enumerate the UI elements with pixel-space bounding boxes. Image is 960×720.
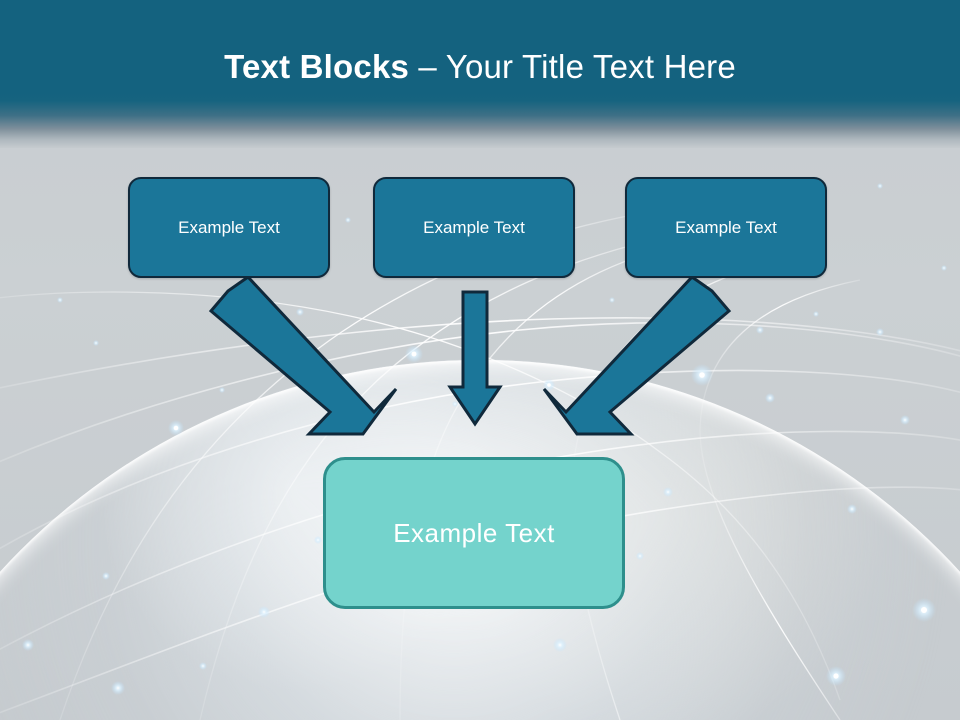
page-title-light: Your Title Text Here (445, 48, 736, 85)
page-title: Text Blocks – Your Title Text Here (0, 47, 960, 87)
text-block-2-label: Example Text (423, 217, 525, 237)
text-block-result[interactable]: Example Text (323, 457, 625, 609)
arrow-middle-straight (447, 290, 503, 427)
page-title-bold: Text Blocks (224, 48, 410, 85)
title-band (0, 0, 960, 148)
text-block-result-label: Example Text (393, 518, 555, 548)
arrow-left-diagonal (208, 275, 398, 436)
arrow-right-diagonal (542, 275, 732, 436)
text-block-3[interactable]: Example Text (625, 177, 827, 278)
text-block-2[interactable]: Example Text (373, 177, 575, 278)
text-block-3-label: Example Text (675, 217, 777, 237)
page-title-separator: – (409, 48, 446, 85)
text-block-1-label: Example Text (178, 217, 280, 237)
text-block-1[interactable]: Example Text (128, 177, 330, 278)
